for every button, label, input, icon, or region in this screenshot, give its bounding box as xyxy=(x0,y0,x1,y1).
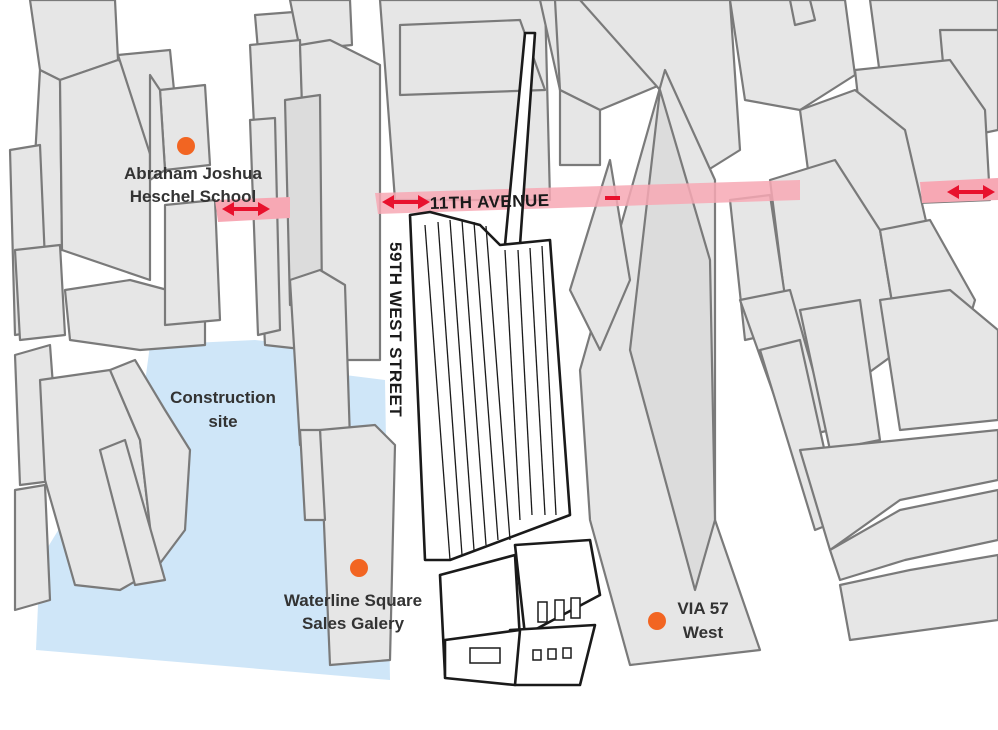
via-57-west-building[interactable] xyxy=(568,68,762,667)
double-arrow-icon xyxy=(382,195,430,209)
double-arrow-icon xyxy=(947,185,995,199)
buildings-left xyxy=(8,0,222,612)
buildings-top-middle xyxy=(378,0,662,202)
via-label-line2: West xyxy=(683,623,724,642)
gallery-label-line1: Waterline Square xyxy=(284,591,422,610)
school-label-line2: Heschel School xyxy=(130,187,257,206)
poi-marker-icon[interactable] xyxy=(177,137,195,155)
street-label: 59TH WEST STREET xyxy=(386,242,405,417)
buildings-right xyxy=(578,0,998,642)
double-arrow-icon xyxy=(222,202,270,216)
avenue-label: 11TH AVENUE xyxy=(430,191,550,213)
construction-label-line2: site xyxy=(208,412,237,431)
via-label-line1: VIA 57 xyxy=(677,599,728,618)
construction-label-line1: Construction xyxy=(170,388,276,407)
poi-marker-icon[interactable] xyxy=(648,612,666,630)
central-tower[interactable] xyxy=(408,31,602,687)
gallery-label-line2: Sales Galery xyxy=(302,614,405,633)
buildings-center-left xyxy=(248,0,397,667)
school-label-line1: Abraham Joshua xyxy=(124,164,262,183)
poi-marker-icon[interactable] xyxy=(350,559,368,577)
